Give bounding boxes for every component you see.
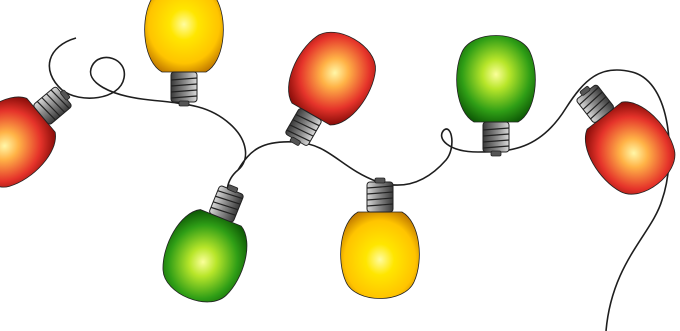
bulb-red-left bbox=[0, 82, 77, 202]
bulb-red-right bbox=[572, 80, 680, 209]
bulb-green-right bbox=[456, 35, 536, 157]
bulb-green-bottom-left bbox=[151, 180, 258, 314]
bulb-orange-bottom bbox=[340, 177, 420, 299]
bulb-orange-top bbox=[144, 0, 224, 107]
